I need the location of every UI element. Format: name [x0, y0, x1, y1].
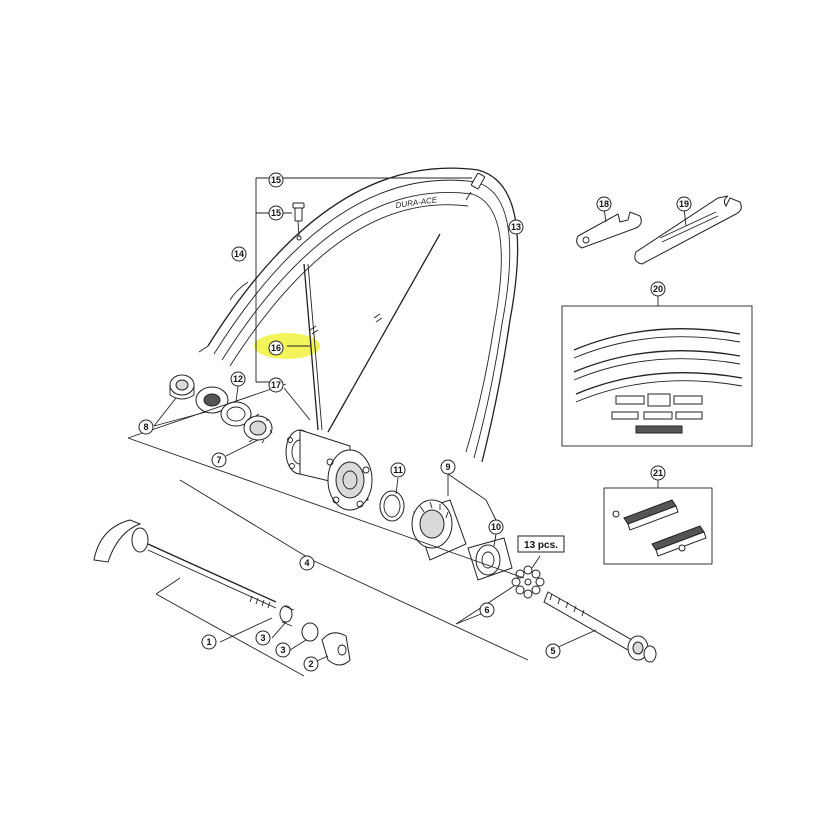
callout-c3a: 3: [255, 630, 271, 646]
svg-text:15: 15: [271, 175, 281, 185]
svg-text:10: 10: [491, 522, 501, 532]
callout-c17: 17: [268, 377, 284, 393]
hub-axle: [543, 591, 657, 663]
svg-text:4: 4: [304, 558, 309, 568]
callout-c18: 18: [596, 196, 612, 212]
callout-c7: 7: [211, 452, 227, 468]
quantity-note-text: 13 pcs.: [524, 540, 558, 551]
svg-text:21: 21: [653, 468, 663, 478]
callout-c11: 11: [390, 462, 406, 478]
callout-c6: 6: [479, 602, 495, 618]
callout-c15a: 15: [268, 172, 284, 188]
svg-text:1: 1: [206, 637, 211, 647]
svg-text:14: 14: [234, 249, 244, 259]
bearing-balls: [511, 555, 545, 599]
callout-c19: 19: [676, 196, 692, 212]
callout-c10: 10: [488, 519, 504, 535]
tool-spoke-wrench: [576, 207, 642, 249]
callout-c1: 1: [201, 634, 217, 650]
brake-pads-box: [603, 480, 713, 565]
rim: DURA-ACE: [198, 167, 519, 463]
svg-text:9: 9: [445, 462, 450, 472]
svg-text:6: 6: [484, 605, 489, 615]
svg-text:8: 8: [143, 422, 148, 432]
svg-text:12: 12: [233, 374, 243, 384]
callout-c9: 9: [440, 459, 456, 475]
svg-text:18: 18: [599, 199, 609, 209]
svg-text:19: 19: [679, 199, 689, 209]
svg-text:11: 11: [393, 465, 403, 475]
callout-c16: 16: [268, 340, 284, 356]
spoke-nipples: [292, 172, 486, 241]
callout-c8: 8: [138, 419, 154, 435]
spokes: [303, 233, 441, 433]
callout-c21: 21: [650, 465, 666, 481]
callout-c15b: 15: [268, 205, 284, 221]
callout-c14: 14: [231, 246, 247, 262]
svg-text:2: 2: [308, 659, 313, 669]
quantity-note: 13 pcs.: [517, 535, 565, 553]
svg-text:7: 7: [216, 455, 221, 465]
tool-cone-wrench: [634, 195, 742, 265]
left-cone-assembly: [169, 374, 273, 444]
callout-c20: 20: [650, 281, 666, 297]
callout-c13: 13: [508, 219, 524, 235]
svg-text:16: 16: [271, 343, 281, 353]
bracket-spoke-parts: [255, 177, 472, 421]
quick-release-skewer: [93, 519, 351, 666]
callout-c5: 5: [545, 643, 561, 659]
leader-lines: [127, 383, 597, 677]
svg-text:3: 3: [260, 633, 265, 643]
svg-text:20: 20: [653, 284, 663, 294]
svg-text:3: 3: [280, 645, 285, 655]
decal-set-box: [561, 296, 753, 447]
hub-shell: [285, 429, 373, 511]
svg-text:5: 5: [550, 646, 555, 656]
callout-c12: 12: [230, 371, 246, 387]
callout-c3b: 3: [275, 642, 291, 658]
svg-text:13: 13: [511, 222, 521, 232]
svg-text:15: 15: [271, 208, 281, 218]
callout-c4: 4: [299, 555, 315, 571]
svg-text:17: 17: [271, 380, 281, 390]
callout-c2: 2: [303, 656, 319, 672]
